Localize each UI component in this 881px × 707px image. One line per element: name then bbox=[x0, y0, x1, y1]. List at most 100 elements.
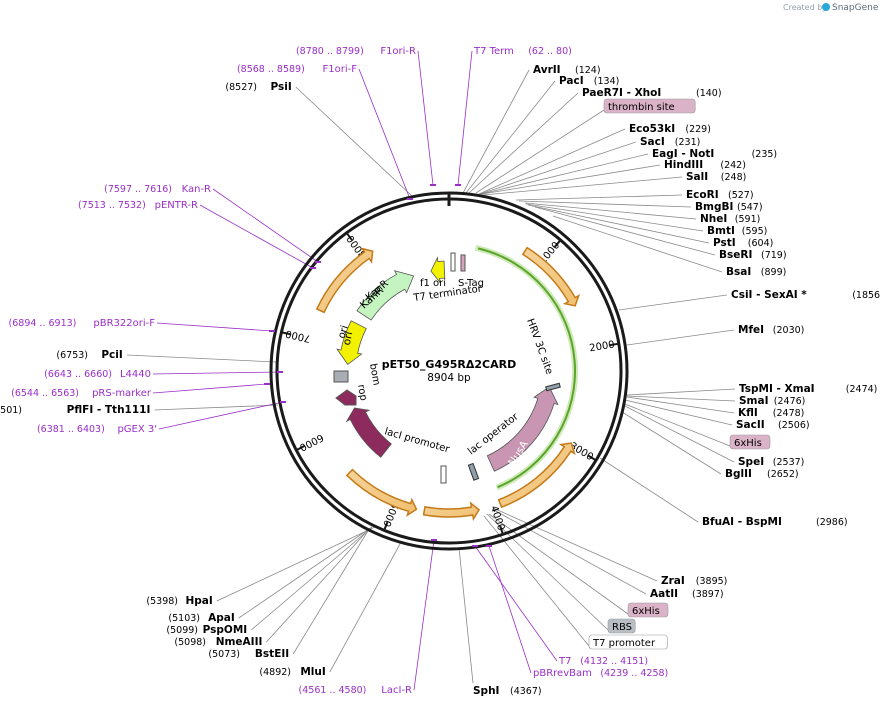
feature-leader-line bbox=[483, 515, 590, 647]
nusa-arrow bbox=[486, 386, 559, 472]
enzyme-leader-line bbox=[250, 527, 372, 631]
label-hrv-site: HRV 3C site bbox=[524, 317, 554, 376]
enzyme-label: BmtI bbox=[707, 225, 735, 237]
enzyme-leader-line bbox=[518, 200, 692, 208]
enzyme-label: CsiI - SexAI * bbox=[731, 289, 807, 301]
feature-leader-line bbox=[624, 403, 731, 447]
enzyme-label: SacI bbox=[640, 136, 665, 148]
enzyme-leader-line bbox=[492, 507, 658, 582]
feature-box-label: 6xHis bbox=[734, 438, 762, 449]
enzyme-label: BfuAI - BspMI bbox=[702, 516, 782, 528]
f1-ori-arrow bbox=[430, 256, 446, 284]
enzyme-label: SalI bbox=[686, 171, 708, 183]
orf-arrow bbox=[345, 468, 418, 517]
enzyme-position: (5103) bbox=[168, 613, 200, 624]
primer-range: (7513 .. 7532) bbox=[78, 200, 146, 211]
tick-label: 4000 bbox=[488, 505, 506, 533]
enzyme-label: KflI bbox=[738, 407, 758, 419]
enzyme-position: (5073) bbox=[208, 649, 240, 660]
enzyme-leader-line bbox=[626, 329, 735, 346]
snapgene-credit: Created by SnapGene bbox=[783, 3, 879, 13]
enzyme-leader-line bbox=[527, 204, 710, 244]
enzyme-label: SpeI bbox=[738, 456, 764, 468]
tick-mark bbox=[587, 454, 597, 462]
enzyme-position: (595) bbox=[742, 226, 768, 237]
enzyme-leader-line bbox=[216, 526, 376, 602]
primer-label: pGEX 3' bbox=[117, 424, 157, 435]
enzyme-label: EagI - NotI bbox=[652, 148, 714, 160]
enzyme-position: (6753) bbox=[56, 350, 88, 361]
plasmid-name: pET50_G495RΔ2CARD bbox=[382, 358, 517, 371]
enzyme-position: (527) bbox=[728, 190, 754, 201]
t7-terminator-box bbox=[450, 252, 456, 272]
enzyme-position: (235) bbox=[752, 149, 778, 160]
enzyme-leader-line bbox=[126, 354, 277, 363]
enzyme-position: (2986) bbox=[816, 517, 848, 528]
primer-leader-line bbox=[488, 545, 532, 674]
enzyme-position: (2537) bbox=[773, 457, 805, 468]
tick-mark bbox=[345, 232, 353, 241]
tick-mark bbox=[383, 521, 389, 531]
enzyme-leader-line bbox=[478, 128, 626, 195]
enzyme-position: (2030) bbox=[773, 325, 805, 336]
enzyme-position: (719) bbox=[761, 250, 787, 261]
enzyme-leader-line bbox=[626, 396, 735, 414]
enzyme-label: PaeR7I - XhoI bbox=[582, 87, 661, 99]
primer-range: (4239 .. 4258) bbox=[600, 668, 668, 679]
primer-leader-line bbox=[474, 545, 558, 662]
enzyme-label: TspMI - XmaI bbox=[739, 383, 815, 395]
credit-prefix: Created by bbox=[783, 3, 827, 12]
s-tag-box bbox=[460, 254, 466, 272]
primer-label: pRS-marker bbox=[92, 388, 152, 399]
primer-marks bbox=[264, 184, 492, 547]
backbone-inner-ring bbox=[275, 197, 623, 545]
enzyme-label: PstI bbox=[713, 237, 736, 249]
feature-box bbox=[588, 634, 668, 650]
enzyme-label: SphI bbox=[473, 685, 499, 697]
primer-range: (6894 .. 6913) bbox=[9, 318, 77, 329]
enzyme-label: PspOMI bbox=[203, 624, 248, 636]
enzyme-leader-line bbox=[552, 215, 723, 273]
primer-range: (7597 .. 7616) bbox=[104, 184, 172, 195]
ori-arrow bbox=[336, 320, 367, 365]
primer-range: (6643 .. 6660) bbox=[44, 369, 112, 380]
enzyme-leader-line bbox=[462, 69, 530, 194]
enzyme-leader-line bbox=[621, 411, 722, 475]
enzyme-leader-line bbox=[468, 92, 579, 194]
feature-box-label: T7 promoter bbox=[592, 638, 656, 649]
orf-arrow bbox=[315, 247, 374, 314]
enzyme-label: BstEII bbox=[255, 648, 289, 660]
enzyme-position: (2474) bbox=[846, 384, 878, 395]
enzyme-label: ZraI bbox=[661, 575, 685, 587]
enzyme-label: AvrII bbox=[533, 64, 561, 76]
primer-label: pBRrevBam bbox=[533, 668, 592, 679]
tick-label: 2000 bbox=[589, 339, 616, 354]
primer-leader-line bbox=[158, 401, 284, 430]
enzyme-label: Eco53kI bbox=[629, 123, 675, 135]
enzyme-leader-line bbox=[515, 194, 683, 201]
orf-arrow bbox=[521, 246, 581, 307]
primer-label: F1ori-R bbox=[380, 46, 416, 57]
enzyme-position: (124) bbox=[575, 65, 601, 76]
enzyme-label: PflFI - Tth111I bbox=[67, 404, 151, 416]
enzyme-position: (5099) bbox=[166, 625, 198, 636]
enzyme-position: (231) bbox=[675, 137, 701, 148]
enzyme-leader-line bbox=[599, 457, 699, 523]
enzyme-label: ApaI bbox=[208, 612, 235, 624]
enzyme-position: (8527) bbox=[225, 82, 257, 93]
feature-box-label: RBS bbox=[612, 622, 632, 633]
enzyme-label: BsaI bbox=[726, 266, 751, 278]
enzyme-label: PacI bbox=[559, 75, 584, 87]
label-laci: lacI bbox=[398, 458, 419, 474]
enzyme-label: SmaI bbox=[739, 395, 769, 407]
orf-arrow bbox=[497, 442, 576, 509]
primer-range: (8568 .. 8589) bbox=[237, 64, 305, 75]
enzyme-label: MluI bbox=[300, 666, 325, 678]
enzyme-label: PsiI bbox=[271, 81, 292, 93]
enzyme-leader-line bbox=[238, 526, 373, 619]
plasmid-length: 8904 bp bbox=[427, 372, 471, 384]
enzyme-position: (2506) bbox=[778, 420, 810, 431]
enzyme-position: (242) bbox=[720, 160, 746, 171]
enzyme-leader-line bbox=[154, 404, 279, 411]
